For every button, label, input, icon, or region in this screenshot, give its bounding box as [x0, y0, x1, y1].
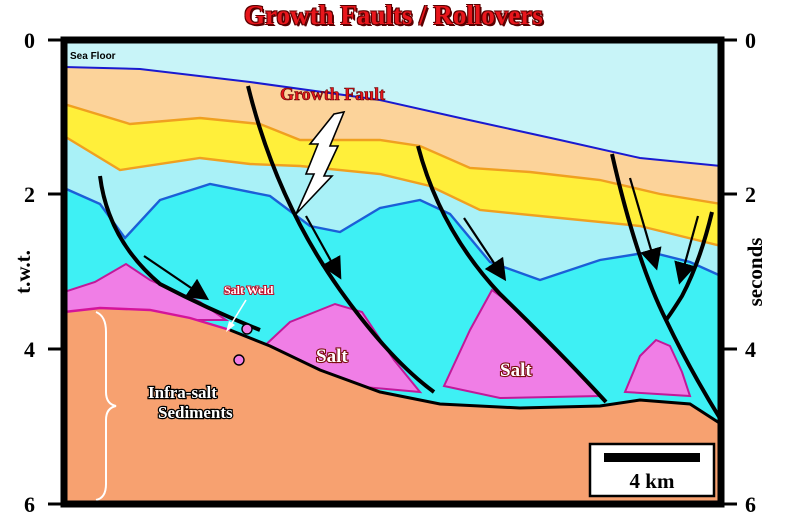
infra-salt-label: Infra-salt [148, 383, 217, 402]
scale-bar-box [588, 442, 716, 498]
left-tick-label: 0 [24, 28, 35, 53]
horizon-line [64, 102, 721, 206]
slip-arrow [674, 215, 700, 285]
left-axis-title: t.w.t. [11, 250, 35, 294]
salt-body [623, 338, 692, 398]
right-tick-label: 4 [745, 337, 756, 362]
salt-weld-pointer [229, 299, 247, 327]
right-tick-label: 2 [745, 182, 756, 207]
horizon-line [64, 134, 721, 248]
infra-salt-label: Sediments [158, 403, 233, 422]
left-tick-label: 6 [24, 492, 35, 514]
sea-floor-label: Sea Floor [70, 51, 116, 62]
salt-label: Salt [500, 360, 532, 381]
weld-dot [241, 323, 253, 335]
salt-label: Salt [316, 346, 348, 367]
sea-floor-line [64, 66, 721, 167]
scale-bar [604, 453, 700, 462]
slip-arrow [143, 255, 210, 301]
slip-arrow [628, 177, 662, 271]
salt-weld-line [64, 306, 231, 332]
slip-arrow [463, 217, 507, 282]
scale-bar-label: 4 km [630, 469, 675, 493]
antithetic-fault [664, 211, 714, 322]
right-tick-label: 0 [745, 28, 756, 53]
salt-weld-pointer-head [226, 321, 235, 332]
section-frame [60, 36, 725, 508]
infra-salt-sediments [64, 308, 721, 504]
slip-arrow [305, 215, 342, 280]
lightning-icon [295, 110, 346, 215]
base-salt-line [229, 328, 721, 426]
diagram-title: Growth Faults / Rollovers [244, 0, 543, 30]
horizon-line [64, 182, 721, 282]
left-tick-label: 2 [24, 182, 35, 207]
growth-fault [98, 175, 261, 332]
right-tick-label: 6 [745, 492, 756, 514]
growth-fault-label: Growth Fault [280, 84, 385, 104]
salt-weld-label: Salt Weld [224, 283, 274, 297]
weld-dot [233, 354, 245, 366]
right-axis-title: seconds [743, 238, 767, 307]
infra-salt-brace [95, 311, 117, 501]
growth-fault [610, 153, 721, 422]
right-axis-ticks [721, 38, 737, 506]
left-tick-label: 4 [24, 337, 35, 362]
left-axis-ticks [48, 38, 64, 506]
growth-fault [416, 145, 608, 404]
